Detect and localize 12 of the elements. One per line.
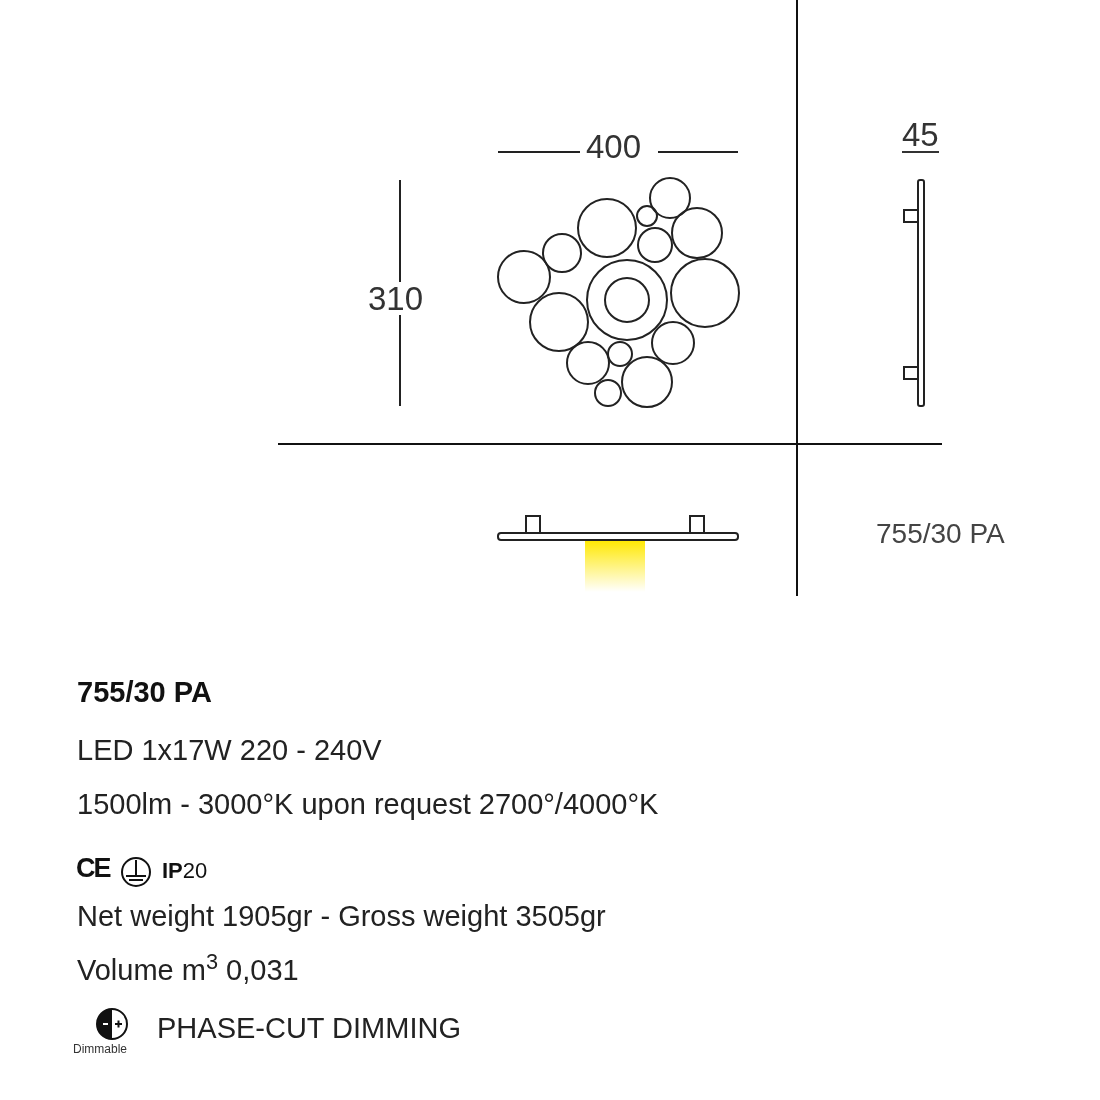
spec-line: Volume m$^{3}$ 0,031 xyxy=(77,956,299,985)
dimension-value: 400 xyxy=(586,130,642,163)
ce-mark: CE xyxy=(76,855,110,882)
spec-line: LED 1x17W 220 - 240V xyxy=(77,736,382,765)
spec-line: Net weight 1905gr - Gross weight 3505gr xyxy=(77,902,606,931)
model-code-heading: 755/30 PA xyxy=(77,678,212,707)
dimension-value: 45 xyxy=(902,118,939,153)
model-code: 755/30 PA xyxy=(876,520,1005,548)
spec-line: PHASE-CUT DIMMING xyxy=(157,1014,461,1043)
ip-rating: IP20 xyxy=(162,860,208,882)
icon-caption: Dimmable xyxy=(73,1043,127,1055)
spec-line: 1500lm - 3000°K upon request 2700°/4000°K xyxy=(77,790,659,819)
